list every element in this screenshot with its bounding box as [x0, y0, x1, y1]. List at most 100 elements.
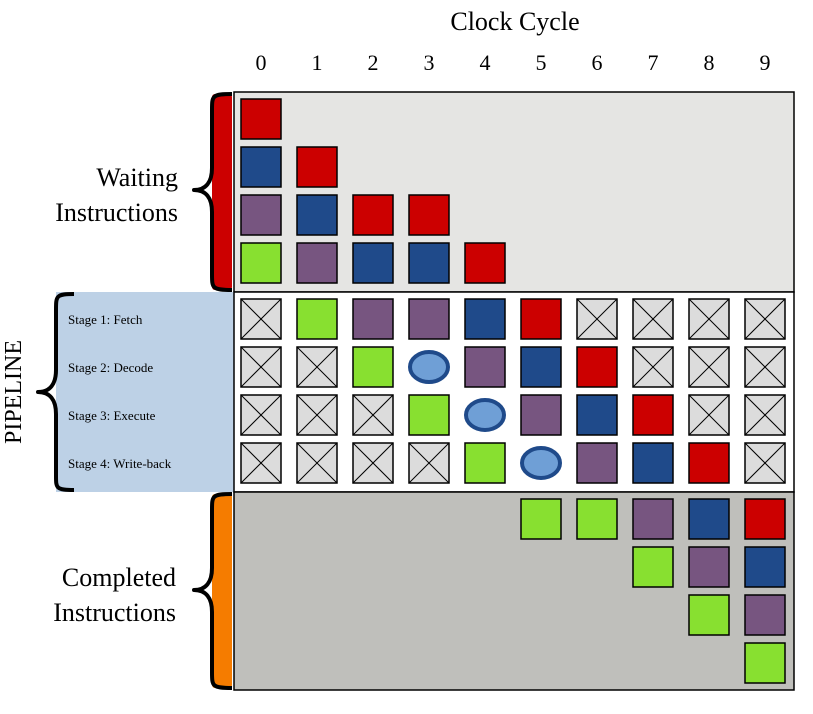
cycle-label-4: 4 — [480, 50, 491, 75]
waiting-cell-r1-c0-blue-instruction — [240, 146, 282, 188]
stage-1-label: Stage 1: Fetch — [68, 312, 143, 327]
empty-slot-cross — [576, 298, 618, 340]
pipeline-cell-r3-c3-empty-slot — [408, 442, 450, 484]
pipeline-stage-labels-panel — [56, 292, 234, 492]
completed-cell-r0-c7-purple-instruction — [632, 498, 674, 540]
pipeline-cell-r1-c9-empty-slot — [744, 346, 786, 388]
pipeline-cell-r3-c5-bubble — [520, 446, 562, 480]
empty-slot-cross — [240, 442, 282, 484]
pipeline-cell-r2-c5-purple-instruction — [520, 394, 562, 436]
empty-slot-cross — [352, 442, 394, 484]
empty-slot-cross — [352, 394, 394, 436]
pipeline-cell-r0-c0-empty-slot — [240, 298, 282, 340]
completed-cell-r0-c9-red-instruction — [744, 498, 786, 540]
waiting-label-line1: Waiting — [96, 163, 178, 192]
pipeline-cell-r1-c8-empty-slot — [688, 346, 730, 388]
empty-slot-cross — [240, 394, 282, 436]
pipeline-cell-r3-c9-empty-slot — [744, 442, 786, 484]
waiting-cell-r2-c3-red-instruction — [408, 194, 450, 236]
completed-cell-r0-c8-blue-instruction — [688, 498, 730, 540]
pipeline-cell-r2-c1-empty-slot — [296, 394, 338, 436]
empty-slot-cross — [296, 346, 338, 388]
empty-slot-cross — [688, 346, 730, 388]
completed-cell-r2-c9-purple-instruction — [744, 594, 786, 636]
pipeline-cell-r1-c4-purple-instruction — [464, 346, 506, 388]
empty-slot-cross — [296, 442, 338, 484]
empty-slot-cross — [744, 346, 786, 388]
empty-slot-cross — [744, 298, 786, 340]
completed-brace — [192, 492, 233, 690]
completed-cell-r1-c9-blue-instruction — [744, 546, 786, 588]
waiting-cell-r1-c1-red-instruction — [296, 146, 338, 188]
instruction-grid — [240, 98, 786, 684]
empty-slot-cross — [408, 442, 450, 484]
waiting-cell-r3-c4-red-instruction — [464, 242, 506, 284]
waiting-brace — [192, 92, 233, 292]
stage-3-label: Stage 3: Execute — [68, 408, 156, 423]
pipeline-cell-r1-c0-empty-slot — [240, 346, 282, 388]
waiting-cell-r3-c1-purple-instruction — [296, 242, 338, 284]
cycle-label-9: 9 — [760, 50, 771, 75]
empty-slot-cross — [632, 346, 674, 388]
pipeline-cell-r0-c9-empty-slot — [744, 298, 786, 340]
empty-slot-cross — [296, 394, 338, 436]
pipeline-cell-r0-c5-red-instruction — [520, 298, 562, 340]
completed-label-line2: Instructions — [53, 598, 176, 627]
pipeline-cell-r2-c2-empty-slot — [352, 394, 394, 436]
cycle-label-3: 3 — [424, 50, 435, 75]
empty-slot-cross — [240, 298, 282, 340]
empty-slot-cross — [240, 346, 282, 388]
empty-slot-cross — [744, 394, 786, 436]
chart-title: Clock Cycle — [450, 7, 579, 36]
waiting-bracket-bar — [212, 94, 232, 290]
pipeline-cell-r2-c7-red-instruction — [632, 394, 674, 436]
completed-cell-r0-c6-green-instruction — [576, 498, 618, 540]
pipeline-cell-r0-c8-empty-slot — [688, 298, 730, 340]
pipeline-cell-r0-c2-purple-instruction — [352, 298, 394, 340]
pipeline-cell-r3-c8-red-instruction — [688, 442, 730, 484]
completed-bracket-bar — [212, 494, 232, 688]
pipeline-cell-r3-c6-purple-instruction — [576, 442, 618, 484]
pipeline-cell-r3-c2-empty-slot — [352, 442, 394, 484]
pipeline-cell-r2-c3-green-instruction — [408, 394, 450, 436]
waiting-cell-r3-c3-blue-instruction — [408, 242, 450, 284]
pipeline-cell-r2-c6-blue-instruction — [576, 394, 618, 436]
pipeline-cell-r0-c6-empty-slot — [576, 298, 618, 340]
empty-slot-cross — [688, 298, 730, 340]
cycle-label-8: 8 — [704, 50, 715, 75]
pipeline-cell-r1-c2-green-instruction — [352, 346, 394, 388]
pipeline-cell-r2-c4-bubble — [464, 398, 506, 432]
cycle-label-7: 7 — [648, 50, 659, 75]
empty-slot-cross — [744, 442, 786, 484]
completed-cell-r1-c8-purple-instruction — [688, 546, 730, 588]
cycle-label-2: 2 — [368, 50, 379, 75]
pipeline-cell-r1-c7-empty-slot — [632, 346, 674, 388]
pipeline-cell-r3-c7-blue-instruction — [632, 442, 674, 484]
waiting-cell-r2-c1-blue-instruction — [296, 194, 338, 236]
pipeline-cell-r3-c4-green-instruction — [464, 442, 506, 484]
pipeline-cell-r0-c4-blue-instruction — [464, 298, 506, 340]
cycle-label-1: 1 — [312, 50, 323, 75]
waiting-cell-r3-c2-blue-instruction — [352, 242, 394, 284]
empty-slot-cross — [688, 394, 730, 436]
completed-cell-r2-c8-green-instruction — [688, 594, 730, 636]
completed-cell-r3-c9-green-instruction — [744, 642, 786, 684]
cycle-label-0: 0 — [256, 50, 267, 75]
completed-label-line1: Completed — [62, 563, 176, 592]
stage-4-label: Stage 4: Write-back — [68, 456, 172, 471]
pipeline-cell-r1-c3-bubble — [408, 350, 450, 384]
waiting-cell-r2-c0-purple-instruction — [240, 194, 282, 236]
pipeline-cell-r2-c0-empty-slot — [240, 394, 282, 436]
waiting-cell-r0-c0-red-instruction — [240, 98, 282, 140]
waiting-label-line2: Instructions — [55, 198, 178, 227]
waiting-cell-r2-c2-red-instruction — [352, 194, 394, 236]
cycle-label-5: 5 — [536, 50, 547, 75]
pipeline-cell-r3-c1-empty-slot — [296, 442, 338, 484]
pipeline-cell-r1-c5-blue-instruction — [520, 346, 562, 388]
pipeline-cell-r1-c1-empty-slot — [296, 346, 338, 388]
pipeline-cell-r0-c3-purple-instruction — [408, 298, 450, 340]
pipeline-cell-r3-c0-empty-slot — [240, 442, 282, 484]
completed-cell-r1-c7-green-instruction — [632, 546, 674, 588]
